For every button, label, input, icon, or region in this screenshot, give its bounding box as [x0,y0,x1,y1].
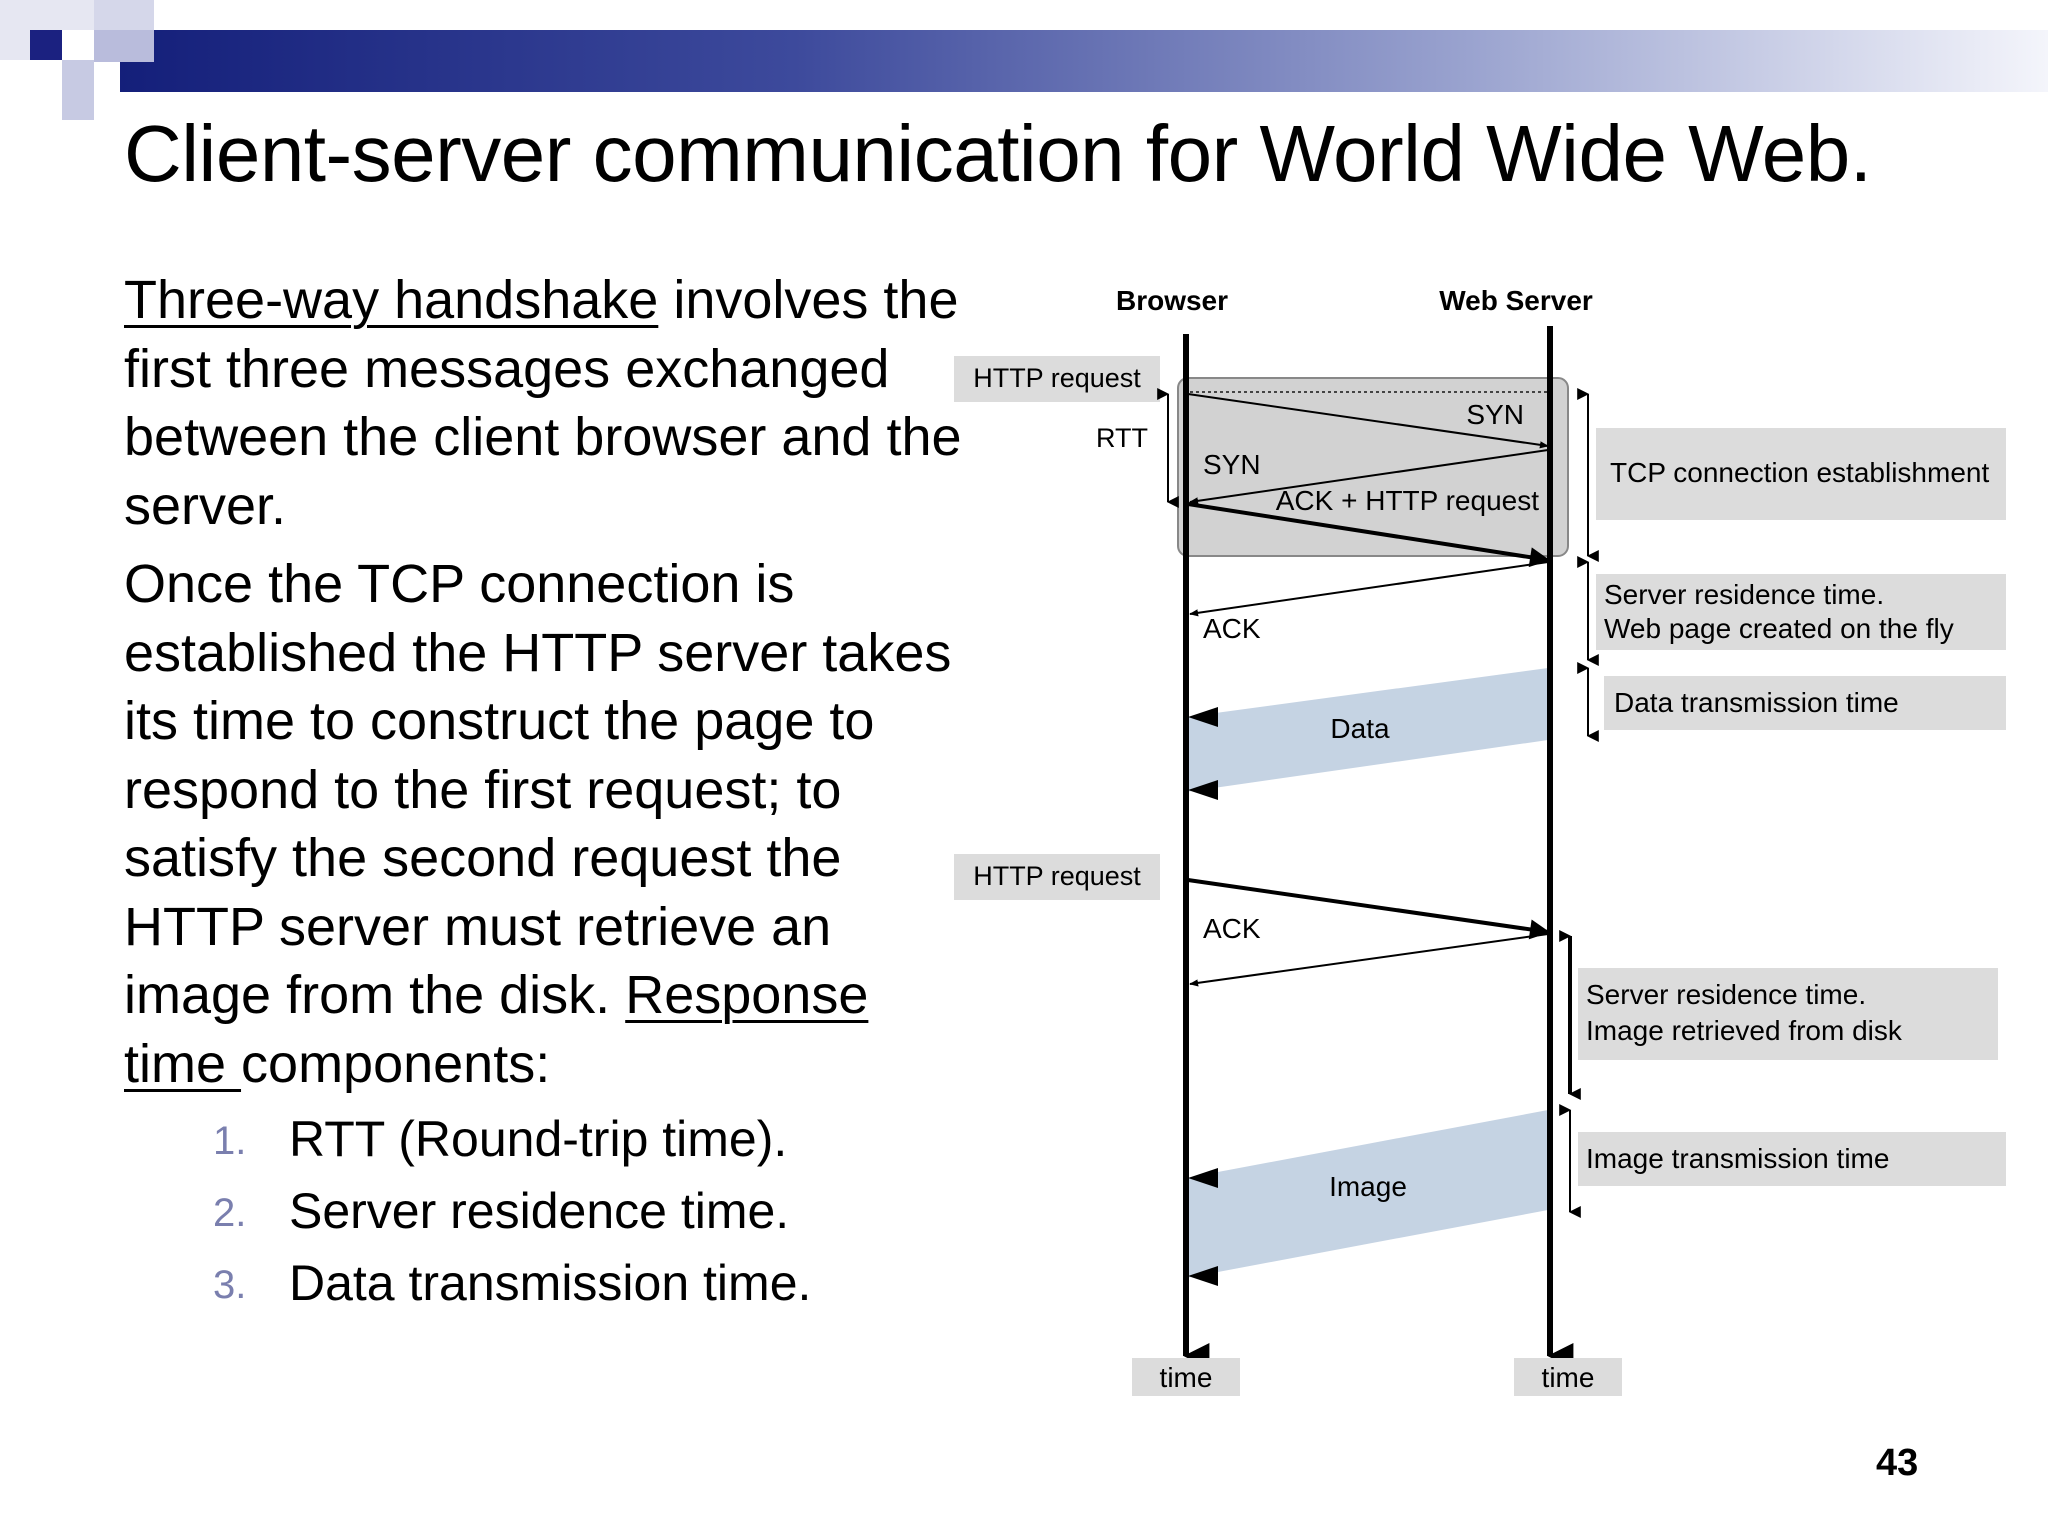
data-arrowhead [1188,707,1218,727]
server-residence-1-line1: Server residence time. [1604,579,1884,610]
image-label: Image [1329,1171,1407,1202]
paragraph-tcp: Once the TCP connection is established t… [124,550,964,1098]
ack-arrow [1189,933,1549,987]
page-number: 43 [1876,1442,1919,1484]
ack-http-request-label: ACK + HTTP request [1276,485,1539,516]
slide-title: Client-server communication for World Wi… [124,109,1872,198]
data-transmission-label: Data transmission time [1614,687,1899,718]
handshake-link-text: Three-way handshake [124,270,659,330]
time-box [1514,1358,1622,1396]
ack-label: ACK [1203,613,1261,644]
list-item: 3. Data transmission time. [213,1254,811,1312]
list-text: RTT (Round-trip time). [289,1111,788,1167]
handshake-text: involves the first three messages exchan… [124,270,962,536]
image-transmission-label: Image transmission time [1586,1143,1889,1174]
image-arrowhead [1188,1266,1218,1286]
time-label: time [1542,1362,1595,1393]
response-time-link-text: Response time [124,965,869,1094]
image-transfer-band [1186,1110,1548,1278]
rtt-label: RTT [1096,423,1148,453]
list-item: 1. RTT (Round-trip time). [213,1110,787,1168]
server-residence-1-line2: Web page created on the fly [1604,613,1954,644]
http-request-box [954,356,1160,402]
ack-label: ACK [1203,913,1261,944]
syn-reply-label: SYN [1203,449,1261,480]
list-number: 2. [213,1191,247,1235]
list-number: 1. [213,1119,247,1163]
decor-square [94,30,154,62]
data-transfer-band [1186,668,1548,792]
list-text: Data transmission time. [289,1255,812,1311]
server-residence-1-box [1596,574,2006,650]
list-text: Server residence time. [289,1183,790,1239]
image-transmission-box [1578,1132,2006,1186]
paragraph-handshake: Three-way handshake involves the first t… [124,266,964,540]
http-request-arrow [1187,878,1550,940]
time-label: time [1160,1362,1213,1393]
components-text: components: [241,1033,551,1094]
list-item: 2. Server residence time. [213,1182,789,1240]
list-number: 3. [213,1263,247,1307]
decor-square [30,30,62,60]
server-residence-2-line1: Server residence time. [1586,979,1866,1010]
syn-reply-arrow [1189,449,1549,505]
time-box [1132,1358,1240,1396]
http-request-box [954,854,1160,900]
ack-http-request-arrow [1187,502,1550,568]
image-arrowhead [1188,1168,1218,1188]
server-residence-2-box [1578,968,1998,1060]
data-transmission-box [1604,676,2006,730]
data-label: Data [1330,713,1390,744]
tcp-establish-label: TCP connection establishment [1610,457,1989,488]
tcp-text: Once the TCP connection is established t… [124,554,952,1025]
title-banner [120,30,2048,92]
http-request-label: HTTP request [973,363,1141,393]
decor-square [62,60,94,120]
server-residence-2-line2: Image retrieved from disk [1586,1015,1903,1046]
data-arrowhead [1188,780,1218,800]
http-request-label: HTTP request [973,861,1141,891]
ack-arrow [1189,561,1549,617]
browser-label: Browser [1116,285,1228,316]
tcp-establish-box [1596,428,2006,520]
syn-arrow [1187,393,1549,449]
syn-label: SYN [1466,399,1524,430]
web-server-label: Web Server [1439,285,1593,316]
